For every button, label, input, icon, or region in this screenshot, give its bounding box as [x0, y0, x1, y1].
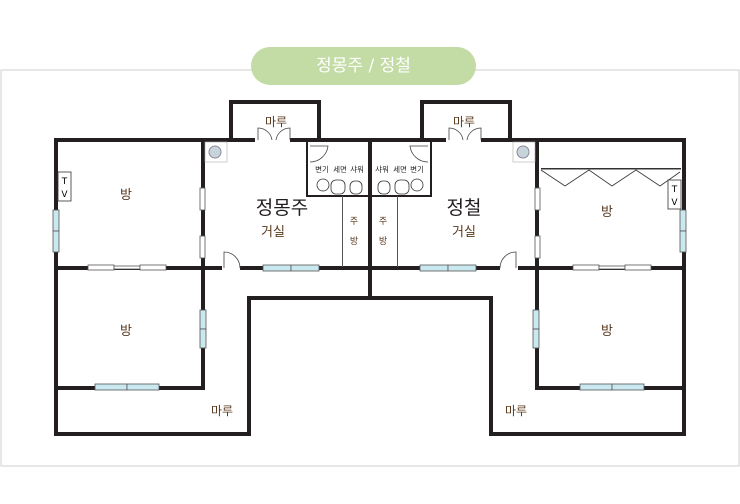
top-porch-right-label: 마루	[453, 115, 475, 129]
living-right-label: 거실	[452, 225, 476, 240]
room-bottom-right-label: 방	[601, 324, 613, 339]
top-porch-right	[420, 100, 512, 142]
living-left-label: 거실	[261, 225, 285, 240]
kitchen-left-label: 주 방	[350, 216, 358, 247]
top-porch-left-label: 마루	[265, 115, 287, 129]
bath-label: 샤워	[350, 164, 364, 174]
tv-label: T	[671, 185, 678, 195]
windows	[52, 187, 687, 391]
title-badge: 정몽주 / 정철	[251, 47, 476, 85]
bath-label: 변기	[410, 165, 424, 174]
bath-label: 세면	[333, 164, 347, 174]
fan-icon	[512, 141, 536, 163]
bottom-porch-left-label: 마루	[211, 404, 233, 418]
closet-rail	[541, 168, 681, 170]
unit-name-right: 정철	[447, 197, 482, 219]
bottom-porch-right-label: 마루	[505, 404, 527, 418]
bath-label: 변기	[315, 165, 329, 174]
kitchen-label: 방	[350, 236, 358, 247]
kitchen-label: 주	[379, 216, 387, 227]
room-top-right-label: 방	[601, 205, 613, 220]
bath-label: 샤워	[375, 164, 389, 174]
kitchen-label: 주	[350, 216, 358, 227]
tv-label: T	[61, 177, 68, 187]
unit-name-left: 정몽주	[256, 197, 308, 219]
kitchen-label: 방	[379, 236, 387, 247]
walls	[54, 138, 686, 436]
kitchen-right-label: 주 방	[379, 216, 387, 247]
room-bottom-left-label: 방	[120, 324, 132, 339]
doors	[222, 127, 518, 272]
tv-label: V	[671, 198, 678, 208]
bath-labels-left: 변기 세면 샤워	[315, 164, 364, 174]
top-porch-left	[229, 100, 321, 142]
bath-labels-right: 샤워 세면 변기	[375, 164, 424, 174]
room-top-left-label: 방	[120, 188, 132, 203]
bath-fixtures	[316, 178, 424, 195]
tv-left: T V	[57, 171, 72, 202]
fan-icon	[204, 141, 228, 163]
tv-right: T V	[667, 179, 682, 210]
bath-label: 세면	[393, 164, 407, 174]
closet-doors	[540, 169, 681, 187]
tv-label: V	[61, 190, 68, 200]
